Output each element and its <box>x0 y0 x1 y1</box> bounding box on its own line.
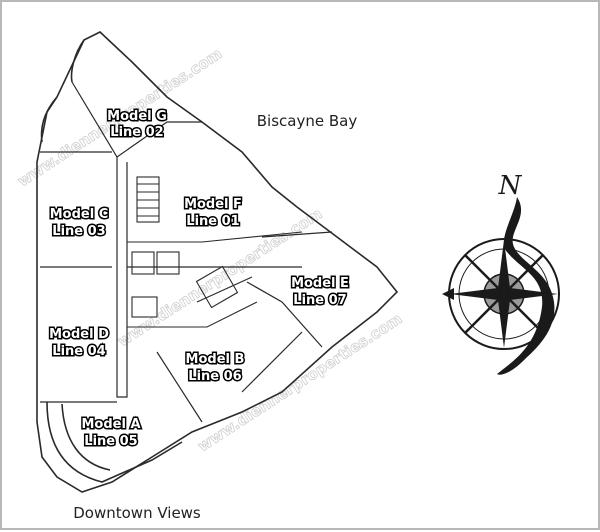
unit-d-line: Line 04 <box>52 344 105 359</box>
unit-e[interactable]: Model E Line 07 <box>290 275 351 310</box>
watermark-group: www.diennerproperties.com www.diennerpro… <box>14 44 406 456</box>
unit-f-line: Line 01 <box>186 214 239 229</box>
unit-c[interactable]: Model C Line 03 <box>48 206 110 241</box>
unit-b-line: Line 06 <box>188 369 241 384</box>
unit-b-model: Model B <box>186 352 245 367</box>
elevator-3 <box>131 296 158 318</box>
unit-c-line: Line 03 <box>52 224 105 239</box>
unit-a-model: Model A <box>81 417 140 432</box>
unit-a[interactable]: Model A Line 05 <box>80 416 142 451</box>
unit-a-line: Line 05 <box>84 434 137 449</box>
unit-e-model: Model E <box>291 276 349 291</box>
building-core <box>127 176 303 328</box>
biscayne-bay-label: Biscayne Bay <box>257 112 358 130</box>
building-outline <box>36 31 399 493</box>
elevator-1 <box>131 251 155 275</box>
unit-g-line: Line 02 <box>110 125 163 140</box>
unit-f-model: Model F <box>184 197 242 212</box>
compass-rose-icon: N <box>442 171 560 375</box>
unit-f[interactable]: Model F Line 01 <box>183 196 244 231</box>
unit-d-model: Model D <box>49 327 109 342</box>
interior-walls <box>40 81 333 423</box>
unit-c-model: Model C <box>50 207 109 222</box>
compass-north-letter: N <box>498 171 523 201</box>
elevator-2 <box>156 251 180 275</box>
unit-d[interactable]: Model D Line 04 <box>48 326 111 361</box>
downtown-views-label: Downtown Views <box>73 504 201 522</box>
unit-g-model: Model G <box>107 109 167 124</box>
unit-g[interactable]: Model G Line 02 <box>106 108 169 142</box>
unit-e-line: Line 07 <box>293 293 346 308</box>
stairwell-south <box>195 265 239 309</box>
unit-b[interactable]: Model B Line 06 <box>184 351 246 386</box>
